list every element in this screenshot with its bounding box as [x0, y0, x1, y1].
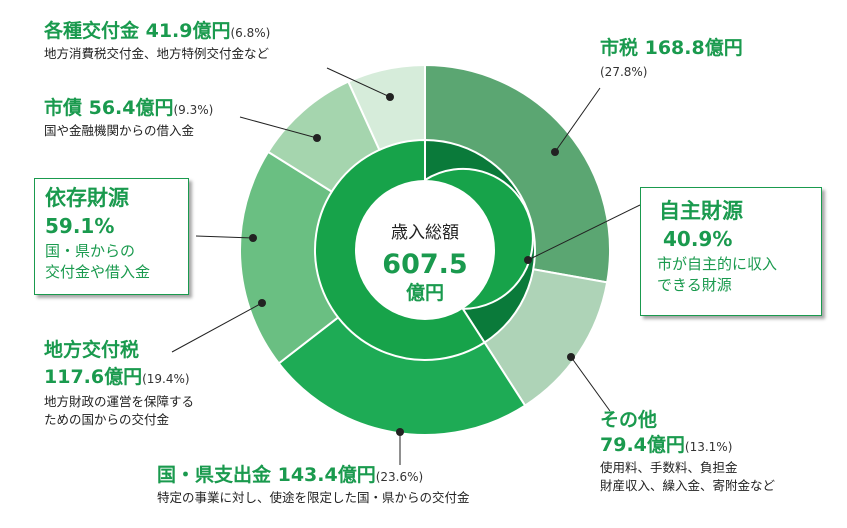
label-shizei-pct: (27.8%)	[600, 65, 648, 79]
box-izon-title: 依存財源	[45, 186, 129, 210]
label-sonota: その他 79.4億円(13.1%) 使用料、手数料、負担金 財産収入、繰入金、寄…	[600, 411, 775, 495]
label-shisai-title: 市債 56.4億円	[44, 97, 174, 119]
leader-izon-line	[195, 235, 254, 239]
center-unit: 億円	[405, 282, 444, 304]
label-sonota-title: その他	[600, 409, 658, 431]
leader-shisai-line	[239, 116, 318, 139]
leader-jishu-line	[527, 204, 641, 261]
leader-izon-dot	[249, 234, 257, 242]
leader-sonota-dot	[567, 353, 575, 361]
box-jishu-pct: 40.9%	[663, 227, 733, 251]
leader-sonota-line	[570, 356, 611, 412]
box-jishu-title: 自主財源	[659, 199, 743, 223]
box-jishu: 自主財源 40.9% 市が自主的に収入 できる財源	[640, 187, 822, 316]
label-kokuken-title: 国・県支出金 143.4億円	[157, 464, 376, 486]
label-sonota-pct: (13.1%)	[684, 440, 733, 454]
box-izon-pct: 59.1%	[45, 214, 115, 238]
leader-shisai-dot	[313, 134, 321, 142]
label-shisai-pct: (9.3%)	[173, 103, 214, 117]
leader-chihou-dot	[258, 299, 266, 307]
label-sonota-desc1: 使用料、手数料、負担金	[600, 460, 738, 475]
box-izon-desc2: 交付金や借入金	[45, 263, 151, 281]
leader-kakushu-line	[326, 67, 391, 98]
label-chihou-desc1: 地方財政の運営を保障する	[44, 394, 195, 409]
label-chihou-title: 地方交付税	[44, 339, 140, 361]
label-shizei-title: 市税 168.8億円	[600, 37, 743, 59]
label-shisai: 市債 56.4億円(9.3%) 国や金融機関からの借入金	[44, 99, 213, 140]
center-value: 607.5	[382, 249, 468, 280]
leader-shizei-line	[554, 87, 601, 153]
label-kakushu-pct: (6.8%)	[230, 26, 271, 40]
label-chihou-desc2: ための国からの交付金	[44, 412, 170, 427]
box-izon: 依存財源 59.1% 国・県からの 交付金や借入金	[34, 178, 189, 295]
label-kakushu: 各種交付金 41.9億円(6.8%) 地方消費税交付金、地方特例交付金など	[44, 22, 270, 63]
box-izon-desc1: 国・県からの	[45, 242, 136, 260]
label-chihou-amount: 117.6億円	[44, 366, 143, 388]
label-sonota-desc2: 財産収入、繰入金、寄附金など	[600, 478, 776, 493]
center-label: 歳入総額	[391, 223, 459, 243]
leader-chihou-line	[171, 302, 263, 353]
leader-shizei-dot	[551, 148, 559, 156]
label-kokuken-pct: (23.6%)	[375, 470, 424, 484]
label-chihou: 地方交付税 117.6億円(19.4%) 地方財政の運営を保障する ための国から…	[44, 341, 194, 429]
label-sonota-amount: 79.4億円	[600, 434, 685, 456]
center-total: 歳入総額 607.5 億円	[355, 222, 495, 304]
box-jishu-desc2: できる財源	[657, 276, 732, 294]
leader-kokuken-dot	[396, 428, 404, 436]
leader-lines	[171, 67, 641, 465]
label-kokuken: 国・県支出金 143.4億円(23.6%) 特定の事業に対し、使途を限定した国・…	[157, 466, 470, 507]
leader-jishu-dot	[524, 256, 532, 264]
center-disc	[355, 180, 495, 320]
label-kakushu-title: 各種交付金 41.9億円	[44, 20, 231, 42]
label-chihou-pct: (19.4%)	[142, 372, 190, 386]
leader-kakushu-dot	[386, 93, 394, 101]
label-kakushu-desc: 地方消費税交付金、地方特例交付金など	[44, 46, 270, 61]
label-shisai-desc: 国や金融機関からの借入金	[44, 123, 195, 138]
box-jishu-desc1: 市が自主的に収入	[657, 255, 778, 273]
label-shizei: 市税 168.8億円 (27.8%)	[600, 37, 743, 79]
label-kokuken-desc: 特定の事業に対し、使途を限定した国・県からの交付金	[157, 490, 470, 505]
